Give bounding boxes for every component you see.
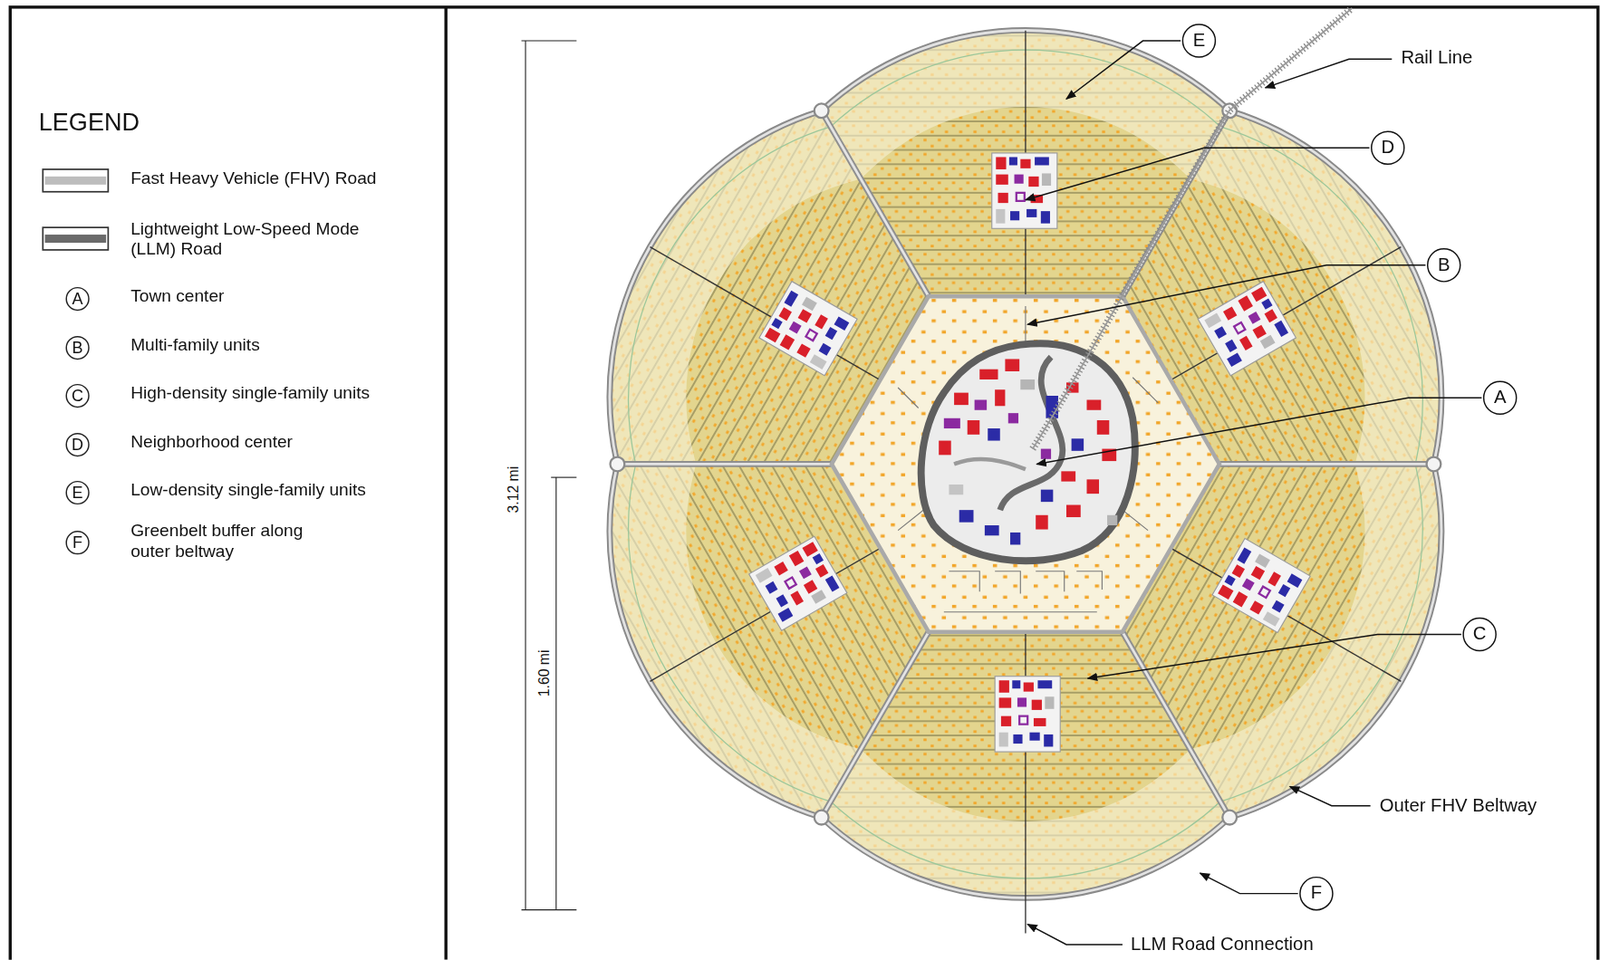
callout-letter: B [1437,254,1451,277]
callout-label: Rail Line [1400,47,1473,69]
legend-heading: LEGEND [38,107,140,137]
legend-text: Lightweight Low-Speed Mode (LLM) Road [130,219,401,261]
callout-label: Outer FHV Beltway [1379,795,1538,818]
dimension-label: 3.12 mi [504,464,522,516]
legend-letter: E [72,482,84,503]
callout-letter: E [1193,29,1206,52]
legend-letter: D [71,434,84,455]
callout-letter: D [1380,136,1395,159]
legend-text: Greenbelt buffer along outer beltway [130,520,315,563]
dimension-label: 1.60 mi [535,647,553,699]
legend-text: Fast Heavy Vehicle (FHV) Road [130,168,376,190]
legend-letter: F [72,532,83,553]
callout-letter: A [1493,386,1507,409]
legend-text: Town center [130,286,224,308]
callout-label: LLM Road Connection [1130,934,1314,956]
legend-text: Neighborhood center [130,432,293,454]
legend-letter: C [71,385,84,406]
legend-text: Low-density single-family units [130,480,367,502]
callout-letter: C [1473,623,1487,646]
callout-letter: F [1310,882,1322,905]
legend-letter: B [72,337,84,358]
legend-letter: A [72,289,84,309]
legend-text: Multi-family units [130,335,261,357]
legend-text: High-density single-family units [130,383,370,405]
